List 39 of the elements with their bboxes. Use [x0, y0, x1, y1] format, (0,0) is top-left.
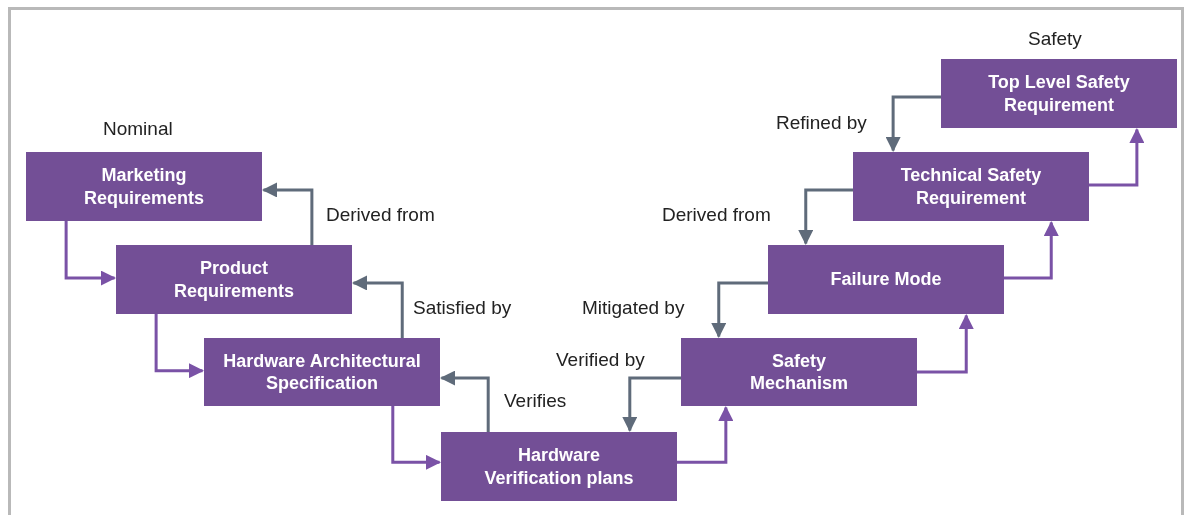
arrow — [711, 281, 768, 338]
box-text: Failure Mode — [830, 268, 942, 291]
box-text: Hardware Verification plans — [483, 444, 635, 489]
box-text: Top Level Safety Requirement — [987, 71, 1131, 116]
process-box — [204, 338, 440, 406]
arrow — [798, 188, 853, 245]
arrow — [154, 314, 204, 379]
box-text: Marketing Requirements — [82, 164, 205, 209]
process-box — [853, 152, 1089, 221]
box-text: Product Requirements — [172, 257, 295, 302]
column-heading: Nominal — [103, 119, 173, 138]
arrow — [885, 95, 941, 152]
box-text: Technical Safety Requirement — [899, 164, 1043, 209]
process-box — [768, 245, 1004, 314]
edge-label: Derived from — [326, 205, 435, 224]
edge-label: Verified by — [556, 350, 645, 369]
edge-label: Satisfied by — [413, 298, 512, 317]
box-text: Hardware Architectural Specification — [222, 349, 422, 395]
process-box — [116, 245, 352, 314]
process-box — [441, 432, 677, 501]
arrow — [1089, 128, 1145, 187]
process-box — [941, 59, 1177, 128]
arrow — [391, 406, 441, 470]
arrow — [1004, 221, 1059, 280]
edge-label: Mitigated by — [582, 298, 685, 317]
arrow — [917, 314, 974, 374]
arrow — [64, 221, 116, 286]
arrow — [677, 406, 734, 464]
process-box — [26, 152, 262, 221]
column-heading: Safety — [1028, 29, 1082, 48]
edge-label: Refined by — [776, 113, 867, 132]
edge-label: Derived from — [662, 205, 771, 224]
edge-label: Verifies — [504, 391, 567, 410]
arrow — [352, 275, 404, 338]
arrow — [262, 182, 314, 245]
process-box — [681, 338, 917, 406]
box-text: Safety Mechanism — [748, 349, 849, 395]
arrow — [622, 376, 681, 432]
arrow — [440, 370, 490, 432]
